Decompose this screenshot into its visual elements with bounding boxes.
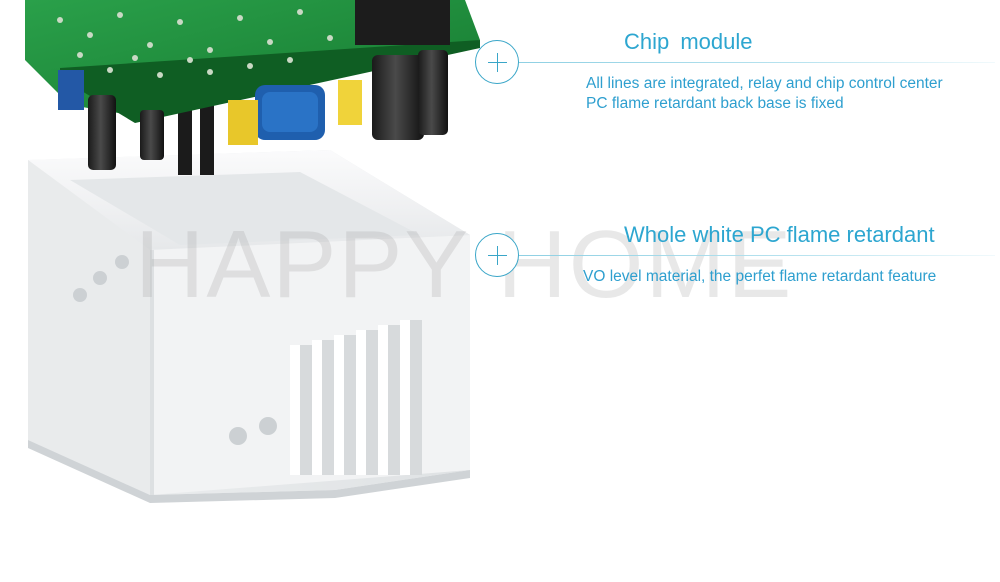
leader-line bbox=[519, 62, 995, 63]
relay-block bbox=[355, 0, 450, 45]
transformer bbox=[228, 100, 258, 145]
callout-description-line: PC flame retardant back base is fixed bbox=[586, 95, 844, 112]
callout-description-line: All lines are integrated, relay and chip… bbox=[586, 75, 943, 92]
film-capacitor bbox=[255, 85, 325, 140]
pc-housing bbox=[28, 150, 470, 503]
leader-line bbox=[519, 255, 995, 256]
pcb-chip-module bbox=[25, 0, 480, 175]
callout-chip-module: Chip module All lines are integrated, re… bbox=[470, 22, 1000, 112]
callout-title: Whole white PC flame retardant bbox=[624, 222, 935, 247]
callout-flame-retardant: Whole white PC flame retardant VO level … bbox=[470, 215, 1000, 305]
electrolytic-capacitors bbox=[88, 50, 448, 170]
plus-circle-icon bbox=[475, 233, 519, 277]
callout-description-line: VO level material, the perfet flame reta… bbox=[583, 268, 937, 285]
plus-circle-icon bbox=[475, 40, 519, 84]
callout-title: Chip module bbox=[624, 29, 753, 54]
